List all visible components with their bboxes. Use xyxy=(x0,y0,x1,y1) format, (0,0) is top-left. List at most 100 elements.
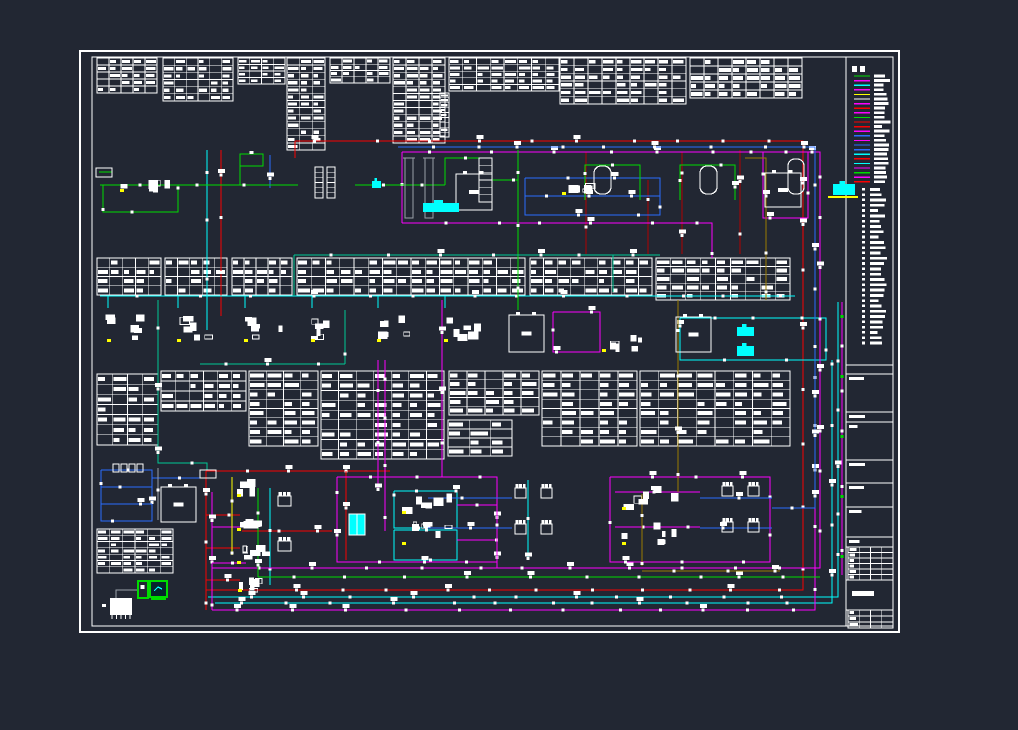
table-cell-text xyxy=(314,109,322,112)
grip-marker xyxy=(231,552,234,555)
grip-marker xyxy=(226,579,229,582)
table-cell-text xyxy=(562,430,572,434)
legend-label xyxy=(874,176,887,179)
equipment-part xyxy=(458,334,467,341)
table-cell-text xyxy=(420,117,430,120)
grip-marker xyxy=(800,317,803,320)
table-cell-text xyxy=(659,83,667,86)
table-cell-text xyxy=(441,279,453,283)
table-cell-text xyxy=(697,402,704,406)
table-cell-text xyxy=(98,531,106,534)
equipment-part xyxy=(324,321,330,327)
table-cell-text xyxy=(392,442,406,446)
table-cell-text xyxy=(505,86,510,89)
grip-marker xyxy=(841,485,844,488)
table-cell-text xyxy=(543,421,552,425)
table-cell-text xyxy=(412,279,422,283)
grip-marker xyxy=(837,359,840,362)
table-cell-text xyxy=(519,73,525,76)
legend-label xyxy=(874,130,889,133)
table-cell-text xyxy=(223,96,230,99)
grip-marker xyxy=(831,523,834,526)
table-cell-text xyxy=(188,96,194,99)
legend-label xyxy=(874,153,887,156)
equipment-part xyxy=(385,321,388,327)
table-cell-text xyxy=(176,89,184,92)
crown-vessel-bump xyxy=(545,484,548,488)
table-cell-text xyxy=(546,73,554,76)
table-cell-text xyxy=(735,374,746,378)
table-cell-text xyxy=(641,430,656,434)
instrument-tag xyxy=(209,514,216,518)
table-cell-text xyxy=(599,270,607,274)
table-cell-text xyxy=(733,76,743,80)
table-cell-text xyxy=(772,402,786,406)
grip-marker xyxy=(199,295,202,298)
table-cell-text xyxy=(301,67,306,70)
legend-label xyxy=(870,321,883,324)
table-cell-text xyxy=(775,92,784,96)
title-section-label xyxy=(849,377,864,380)
table-cell-text xyxy=(301,117,311,120)
table-cell-text xyxy=(369,261,376,265)
grip-marker xyxy=(655,151,658,154)
grip-marker xyxy=(494,602,497,605)
table-cell-text xyxy=(420,95,429,98)
table-cell-text xyxy=(504,400,513,404)
table-cell-text xyxy=(136,531,144,534)
table-cell-text xyxy=(775,84,786,88)
table-cell-text xyxy=(687,260,696,264)
table-cell-text xyxy=(302,430,310,434)
table-cell-text xyxy=(660,439,669,443)
instrument-tag xyxy=(234,604,241,608)
table-cell-text xyxy=(136,556,141,559)
grip-marker xyxy=(403,576,406,579)
drain-tick xyxy=(238,589,242,592)
instrument-tag xyxy=(801,141,808,145)
instrument-tag xyxy=(560,290,567,294)
grip-marker xyxy=(498,222,501,225)
grip-marker xyxy=(769,534,772,537)
table-cell-text xyxy=(433,102,438,105)
instrument-tag xyxy=(612,172,619,176)
table-cell-text xyxy=(449,432,460,436)
table-cell-text xyxy=(546,80,552,83)
table-cell-text xyxy=(129,428,136,432)
table-cell-text xyxy=(546,86,554,89)
table-cell-text xyxy=(223,74,230,77)
grip-marker xyxy=(711,252,714,255)
table-cell-text xyxy=(441,288,452,292)
instrument-tag xyxy=(800,322,807,326)
table-cell-text xyxy=(561,75,571,78)
grip-marker xyxy=(814,394,817,397)
grip-marker xyxy=(517,171,520,174)
grip-marker xyxy=(496,523,499,526)
grip-marker xyxy=(677,431,680,434)
grip-marker xyxy=(514,596,517,599)
legend-index xyxy=(862,299,865,302)
table-cell-text xyxy=(98,397,111,401)
grip-marker xyxy=(831,573,834,576)
table-cell-text xyxy=(136,568,144,571)
crown-vessel-bump xyxy=(516,520,519,524)
table-cell-text xyxy=(122,67,132,70)
table-cell-text xyxy=(631,91,641,94)
instrument-tag xyxy=(411,591,418,595)
table-cell-text xyxy=(205,384,214,388)
crown-vessel-bump xyxy=(279,537,282,541)
grip-marker xyxy=(205,541,208,544)
grip-marker xyxy=(464,157,467,160)
table-cell-text xyxy=(504,373,516,377)
table-cell-text xyxy=(562,421,574,425)
table-cell-text xyxy=(599,288,609,292)
table-cell-text xyxy=(124,550,134,553)
grip-marker xyxy=(382,184,385,187)
instrument-tag xyxy=(267,172,274,176)
table-cell-text xyxy=(450,66,460,69)
grip-marker xyxy=(575,140,578,143)
table-cell-text xyxy=(211,96,220,99)
instrument-tag xyxy=(630,249,637,253)
legend-label xyxy=(874,139,886,142)
legend-label xyxy=(874,107,885,110)
